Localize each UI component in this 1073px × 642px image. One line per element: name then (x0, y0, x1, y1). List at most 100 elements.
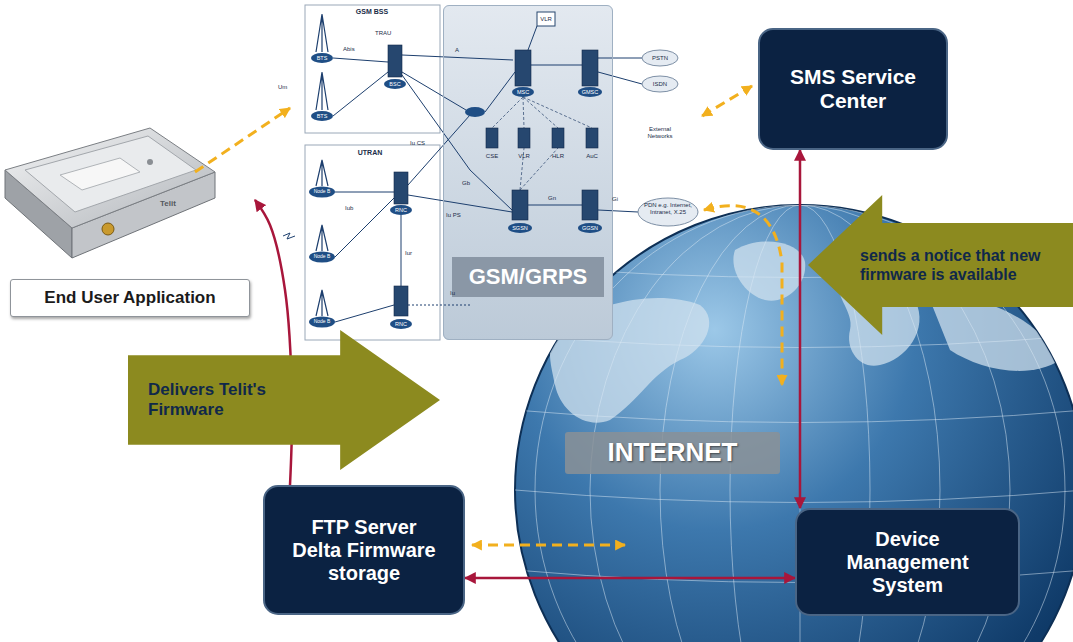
interface-label: Iur (405, 250, 412, 257)
signalling-link (523, 97, 524, 128)
graticule (515, 490, 1073, 503)
element-label: BSC (385, 81, 405, 87)
network-link (402, 55, 513, 60)
system-box: Device Management System (795, 508, 1020, 616)
server-symbol (582, 50, 598, 86)
element-label: BTS (312, 55, 332, 61)
element-label: HLR (549, 153, 567, 160)
bss-frame (305, 5, 440, 133)
network-link (485, 72, 515, 112)
arrow-label: sends a notice that new firmware is avai… (860, 246, 1065, 284)
network-link (598, 58, 642, 59)
interface-label: Iu CS (410, 140, 425, 147)
network-link (408, 305, 470, 306)
network-link (408, 115, 470, 185)
network-label: PSTN (645, 55, 675, 62)
network-link (333, 58, 388, 62)
element-oval (390, 319, 412, 329)
element-oval (390, 205, 412, 215)
gsm-module (102, 223, 114, 235)
network-link (531, 65, 582, 66)
server-symbol (512, 190, 528, 220)
service-box: SMS Service Center (758, 28, 948, 150)
continent (733, 241, 805, 300)
box-label: SMS Service Center (778, 65, 928, 113)
network-link (408, 195, 512, 212)
connector-arrow (465, 577, 795, 580)
element-label: VLR (515, 153, 533, 160)
antenna-tower (316, 14, 328, 52)
network-link (402, 75, 512, 210)
data-flow-arrow (472, 544, 625, 547)
interface-label: Iub (345, 205, 353, 212)
internet-title: INTERNET (565, 438, 780, 467)
arrow-shape (808, 195, 1073, 335)
data-flow-arrow (195, 86, 782, 545)
network-label: ISDN (645, 81, 675, 88)
element-label: BTS (312, 113, 332, 119)
element-oval (578, 223, 602, 233)
element-label: TRAU (375, 30, 391, 37)
server-symbol (552, 128, 564, 148)
network-link (528, 205, 582, 206)
element-label: RNC (391, 207, 411, 213)
network-panel: GSM/GRPS (443, 5, 613, 340)
antenna-tower (316, 225, 328, 251)
external-network-cloud (642, 76, 678, 92)
interface-label: Gb (462, 180, 470, 187)
utran-frame (305, 145, 440, 340)
server-symbol (394, 286, 408, 316)
interface-label: Gi (612, 196, 618, 203)
element-label: CSE (483, 153, 501, 160)
network-link (528, 26, 537, 50)
gsm-module (25, 136, 196, 212)
interface-label: Gn (548, 195, 556, 202)
network-title: GSM/GRPS (452, 257, 604, 297)
element-label: SGSN (510, 225, 530, 231)
network-link (335, 192, 394, 193)
element-oval (311, 111, 333, 121)
element-oval (311, 53, 333, 63)
data-flow-arrow (704, 206, 782, 385)
signalling-link (523, 97, 558, 128)
element-oval (309, 187, 335, 198)
element-label: AuC (583, 153, 601, 160)
element-label: VLR (537, 16, 555, 23)
server-symbol (486, 128, 498, 148)
device-label: End User Application (10, 279, 250, 317)
server-symbol (394, 172, 408, 204)
graticule (515, 410, 1073, 423)
element-oval (309, 252, 335, 263)
element-label: Node B (309, 319, 335, 325)
notice-arrow: sends a notice that new firmware is avai… (808, 195, 1073, 335)
element-label: Node B (309, 189, 335, 195)
signalling-link (492, 97, 523, 128)
server-symbol (388, 45, 402, 77)
gsm-module (60, 158, 140, 190)
element-label: RNC (391, 321, 411, 327)
brand-mark: Telit (160, 200, 176, 209)
network-link (333, 72, 388, 116)
network-label: UTRAN (350, 149, 390, 157)
data-flow-arrow (195, 108, 290, 172)
network-link (598, 72, 642, 84)
element-label: Node B (309, 254, 335, 260)
register-box (537, 12, 555, 26)
network-illustration (283, 5, 698, 340)
interface-label: Iu PS (446, 212, 461, 219)
element-oval (465, 107, 485, 117)
box-label: Device Management System (828, 528, 988, 597)
box-label: FTP Server Delta Firmware storage (289, 516, 439, 585)
element-oval (578, 87, 602, 97)
server-symbol (586, 128, 598, 148)
internet-band (565, 432, 780, 474)
network-label: PDN e.g. Internet, Intranet, X.25 (642, 202, 694, 215)
antenna-tower (316, 290, 328, 316)
element-oval (508, 223, 532, 233)
connector-arrow (799, 150, 802, 508)
element-oval (309, 317, 335, 328)
network-link (335, 305, 394, 322)
gsm-module (5, 128, 215, 258)
signalling-link (492, 97, 592, 190)
arrow-shape (128, 330, 440, 470)
